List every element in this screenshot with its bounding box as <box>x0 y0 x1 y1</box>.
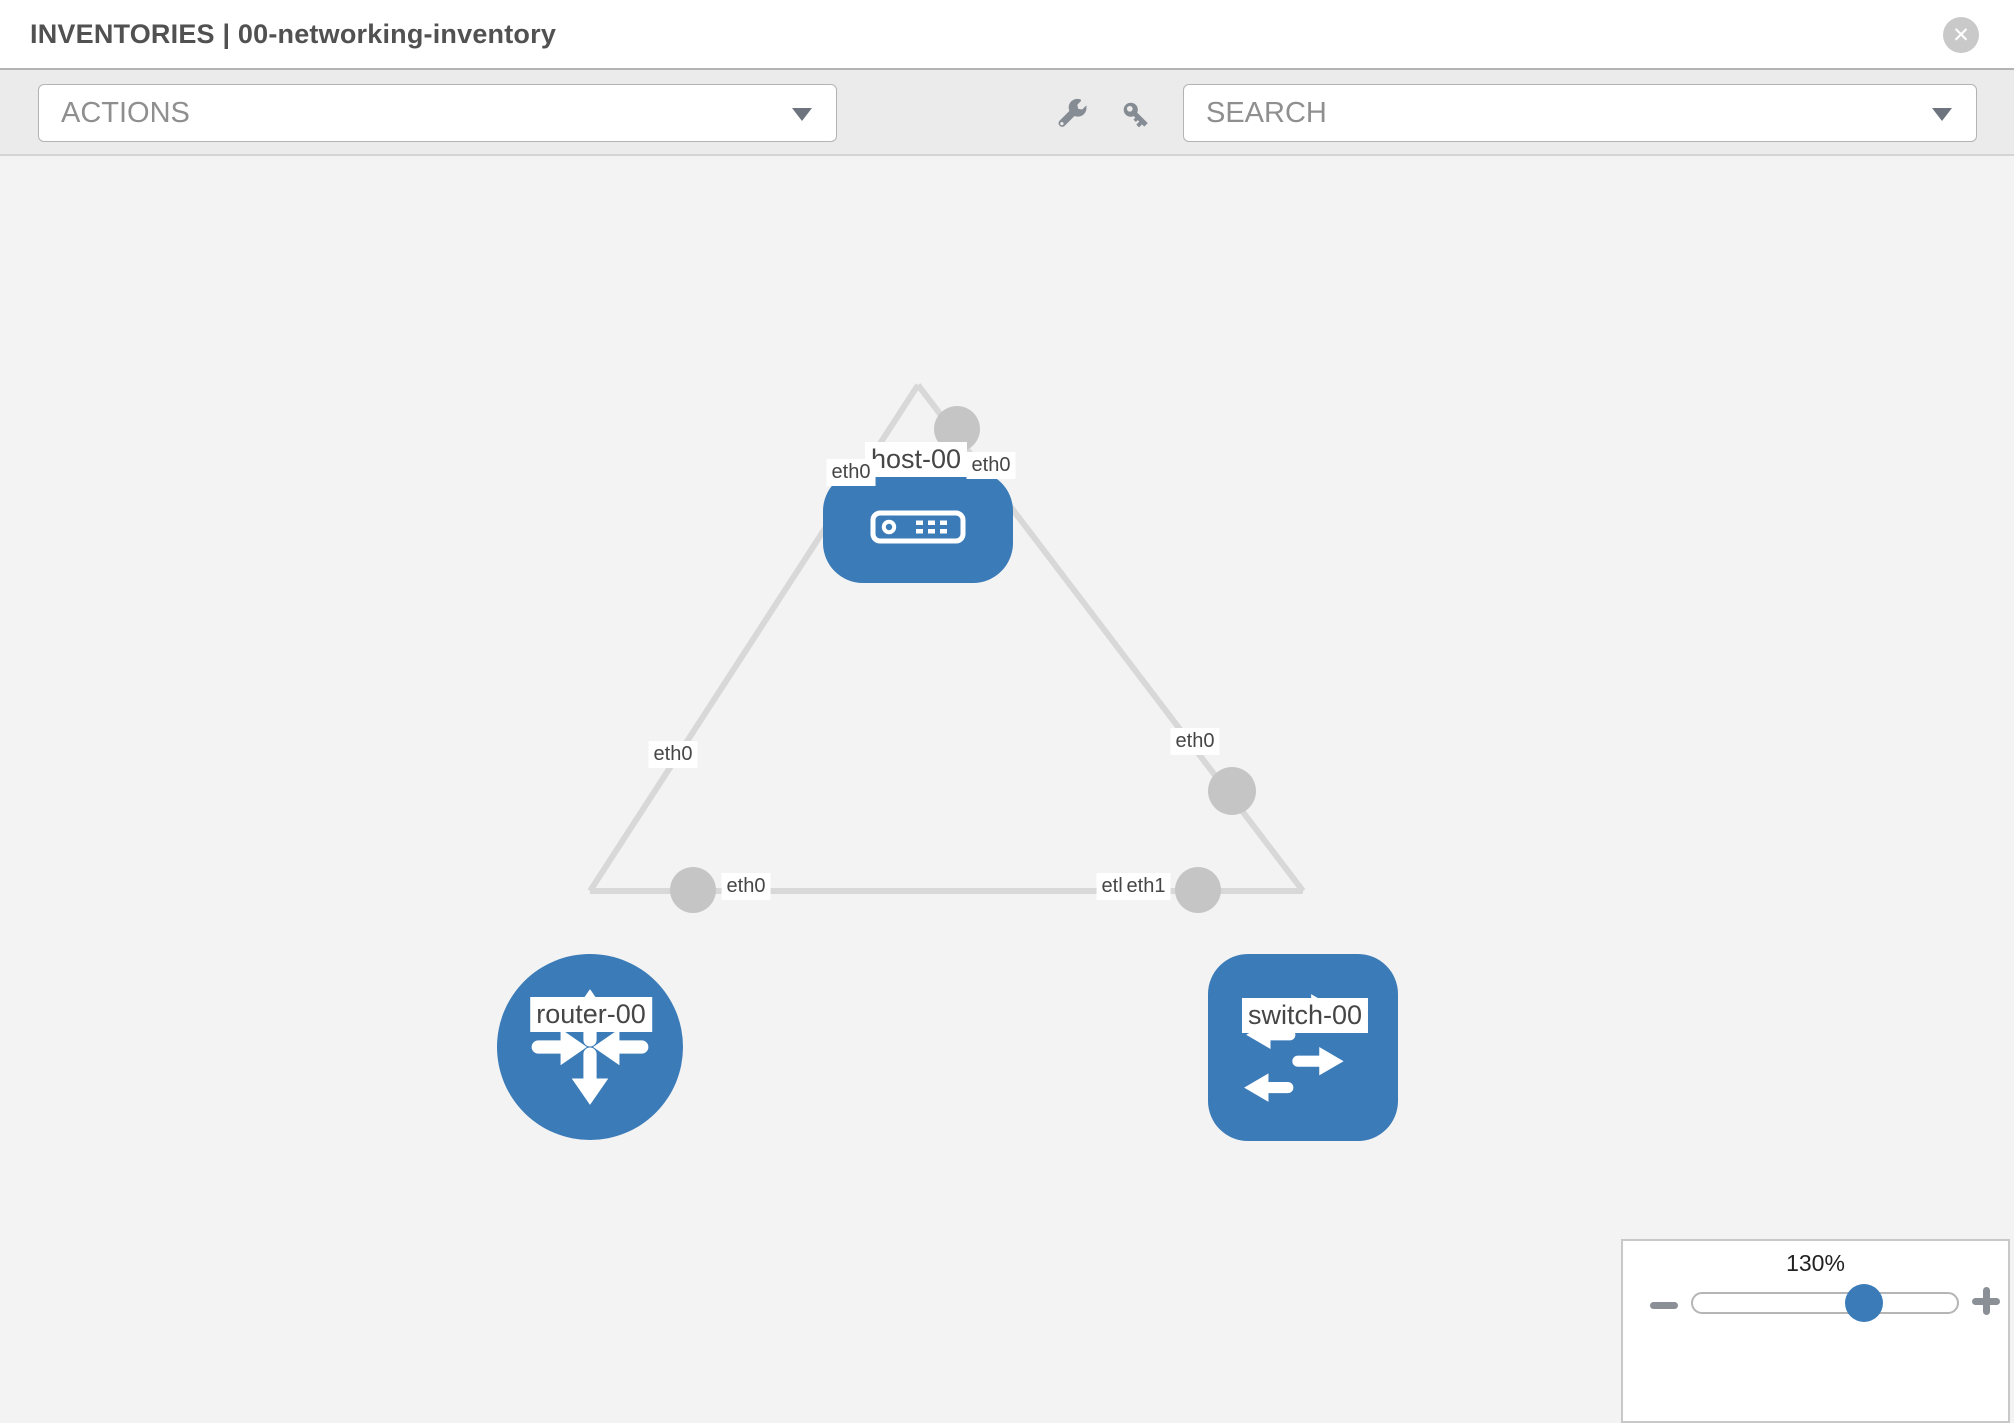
node-host-00[interactable] <box>823 471 1013 583</box>
node-switch-00[interactable] <box>1208 954 1398 1141</box>
chevron-down-icon <box>1932 108 1952 121</box>
links-layer <box>587 383 1306 913</box>
interface-label: eth0 <box>721 873 771 900</box>
search-dropdown[interactable]: SEARCH <box>1183 84 1977 142</box>
key-icon[interactable] <box>1117 96 1153 132</box>
topology-toolbar: ACTIONS SEARCH <box>0 70 2014 156</box>
page-title: INVENTORIES | 00-networking-inventory <box>30 19 557 49</box>
node-label-switch: switch-00 <box>1241 998 1369 1033</box>
close-icon[interactable]: ✕ <box>1943 17 1979 53</box>
node-label-router: router-00 <box>530 997 652 1032</box>
interface-label: eth0 <box>648 741 698 768</box>
zoom-slider-handle[interactable] <box>1845 1284 1883 1322</box>
interface-circle-router-eth0 <box>670 867 716 913</box>
actions-dropdown-label: ACTIONS <box>61 97 190 129</box>
zoom-slider-row <box>1623 1284 2008 1325</box>
interface-circle-switch-eth0 <box>1208 767 1256 815</box>
panel-header: INVENTORIES | 00-networking-inventory ✕ <box>0 0 2014 70</box>
zoom-widget: 130% <box>1621 1239 2010 1423</box>
interface-circle-switch-eth1 <box>1175 867 1221 913</box>
interface-circle-host <box>934 406 980 452</box>
actions-dropdown[interactable]: ACTIONS <box>38 84 837 142</box>
node-label-host: host-00 <box>864 442 968 477</box>
search-input[interactable]: SEARCH <box>1206 97 1327 129</box>
zoom-slider-track[interactable] <box>1691 1284 1959 1322</box>
host-icon <box>870 510 966 544</box>
topology-canvas[interactable]: host-00 router-00 switch-00 eth0 eth0 et… <box>0 156 2014 1423</box>
chevron-down-icon <box>792 108 812 121</box>
interface-label: eth1 <box>1121 873 1171 900</box>
interface-circles <box>670 406 1256 913</box>
node-router-00[interactable] <box>497 954 683 1140</box>
zoom-level: 130% <box>1786 1250 1845 1276</box>
interface-label: eth0 <box>826 459 876 486</box>
zoom-in-plus-icon[interactable] <box>1972 1287 2000 1315</box>
interface-label: eth0 <box>1170 728 1220 755</box>
zoom-out-minus-icon[interactable] <box>1650 1297 1678 1325</box>
interface-label: eth0 <box>966 452 1016 479</box>
wrench-icon[interactable] <box>1055 96 1091 132</box>
